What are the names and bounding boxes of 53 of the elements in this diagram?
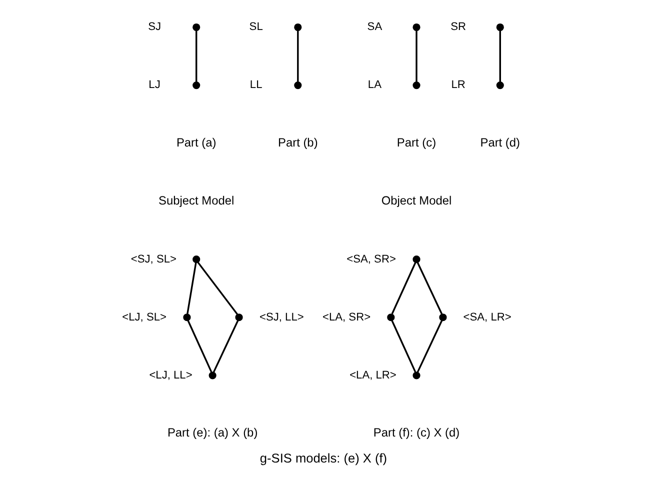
node-circle	[412, 372, 420, 380]
node-circle	[496, 81, 504, 90]
connector	[197, 262, 238, 315]
node-label: LR	[451, 79, 466, 92]
label: Part (f): (c) X (d)	[373, 426, 460, 440]
node-circle	[192, 23, 200, 32]
node-circle	[412, 81, 420, 90]
connector	[391, 320, 416, 372]
node-circle	[192, 256, 200, 264]
node-circle	[294, 23, 302, 32]
connector	[416, 320, 443, 373]
node-circle	[412, 256, 420, 264]
connector	[416, 30, 418, 82]
connector	[186, 262, 197, 314]
node-label: <SA, LR>	[463, 311, 512, 324]
node-label: <LA, SR>	[322, 311, 371, 324]
node-label: SA	[367, 21, 382, 34]
node-label: <SJ, SL>	[130, 253, 176, 266]
label: Part (b)	[278, 135, 318, 150]
node-label: LA	[368, 79, 382, 92]
node-circle	[439, 314, 447, 322]
label: Part (c)	[396, 135, 436, 150]
node-label: SL	[249, 21, 263, 34]
node-label: <SA, SR>	[346, 253, 396, 266]
label: Part (d)	[480, 135, 520, 150]
node-label: <LJ, SL>	[122, 311, 166, 324]
connector	[416, 262, 443, 315]
label: Subject Model	[158, 193, 234, 208]
connector	[196, 30, 198, 82]
node-label: LL	[250, 79, 262, 92]
connector	[297, 30, 299, 82]
node-circle	[183, 314, 191, 322]
connector	[187, 320, 212, 372]
node-label: <LA, LR>	[350, 369, 396, 382]
label: Object Model	[381, 193, 452, 208]
node-circle	[294, 81, 302, 90]
node-circle	[208, 372, 216, 380]
connector	[391, 262, 416, 314]
node-label: <SJ, LL>	[260, 311, 304, 324]
connector	[499, 30, 501, 82]
node-circle	[412, 23, 420, 32]
node-label: <LJ, LL>	[149, 369, 192, 382]
node-circle	[235, 314, 243, 322]
node-label: LJ	[148, 79, 160, 92]
label: Part (e): (a) X (b)	[167, 426, 258, 440]
node-circle	[496, 23, 504, 32]
label: Part (a)	[176, 135, 216, 150]
node-circle	[192, 81, 200, 90]
caption: g-SIS models: (e) X (f)	[260, 450, 388, 466]
node-circle	[387, 314, 395, 322]
node-label: SR	[450, 21, 466, 34]
connector	[212, 320, 239, 373]
node-label: SJ	[148, 21, 162, 34]
